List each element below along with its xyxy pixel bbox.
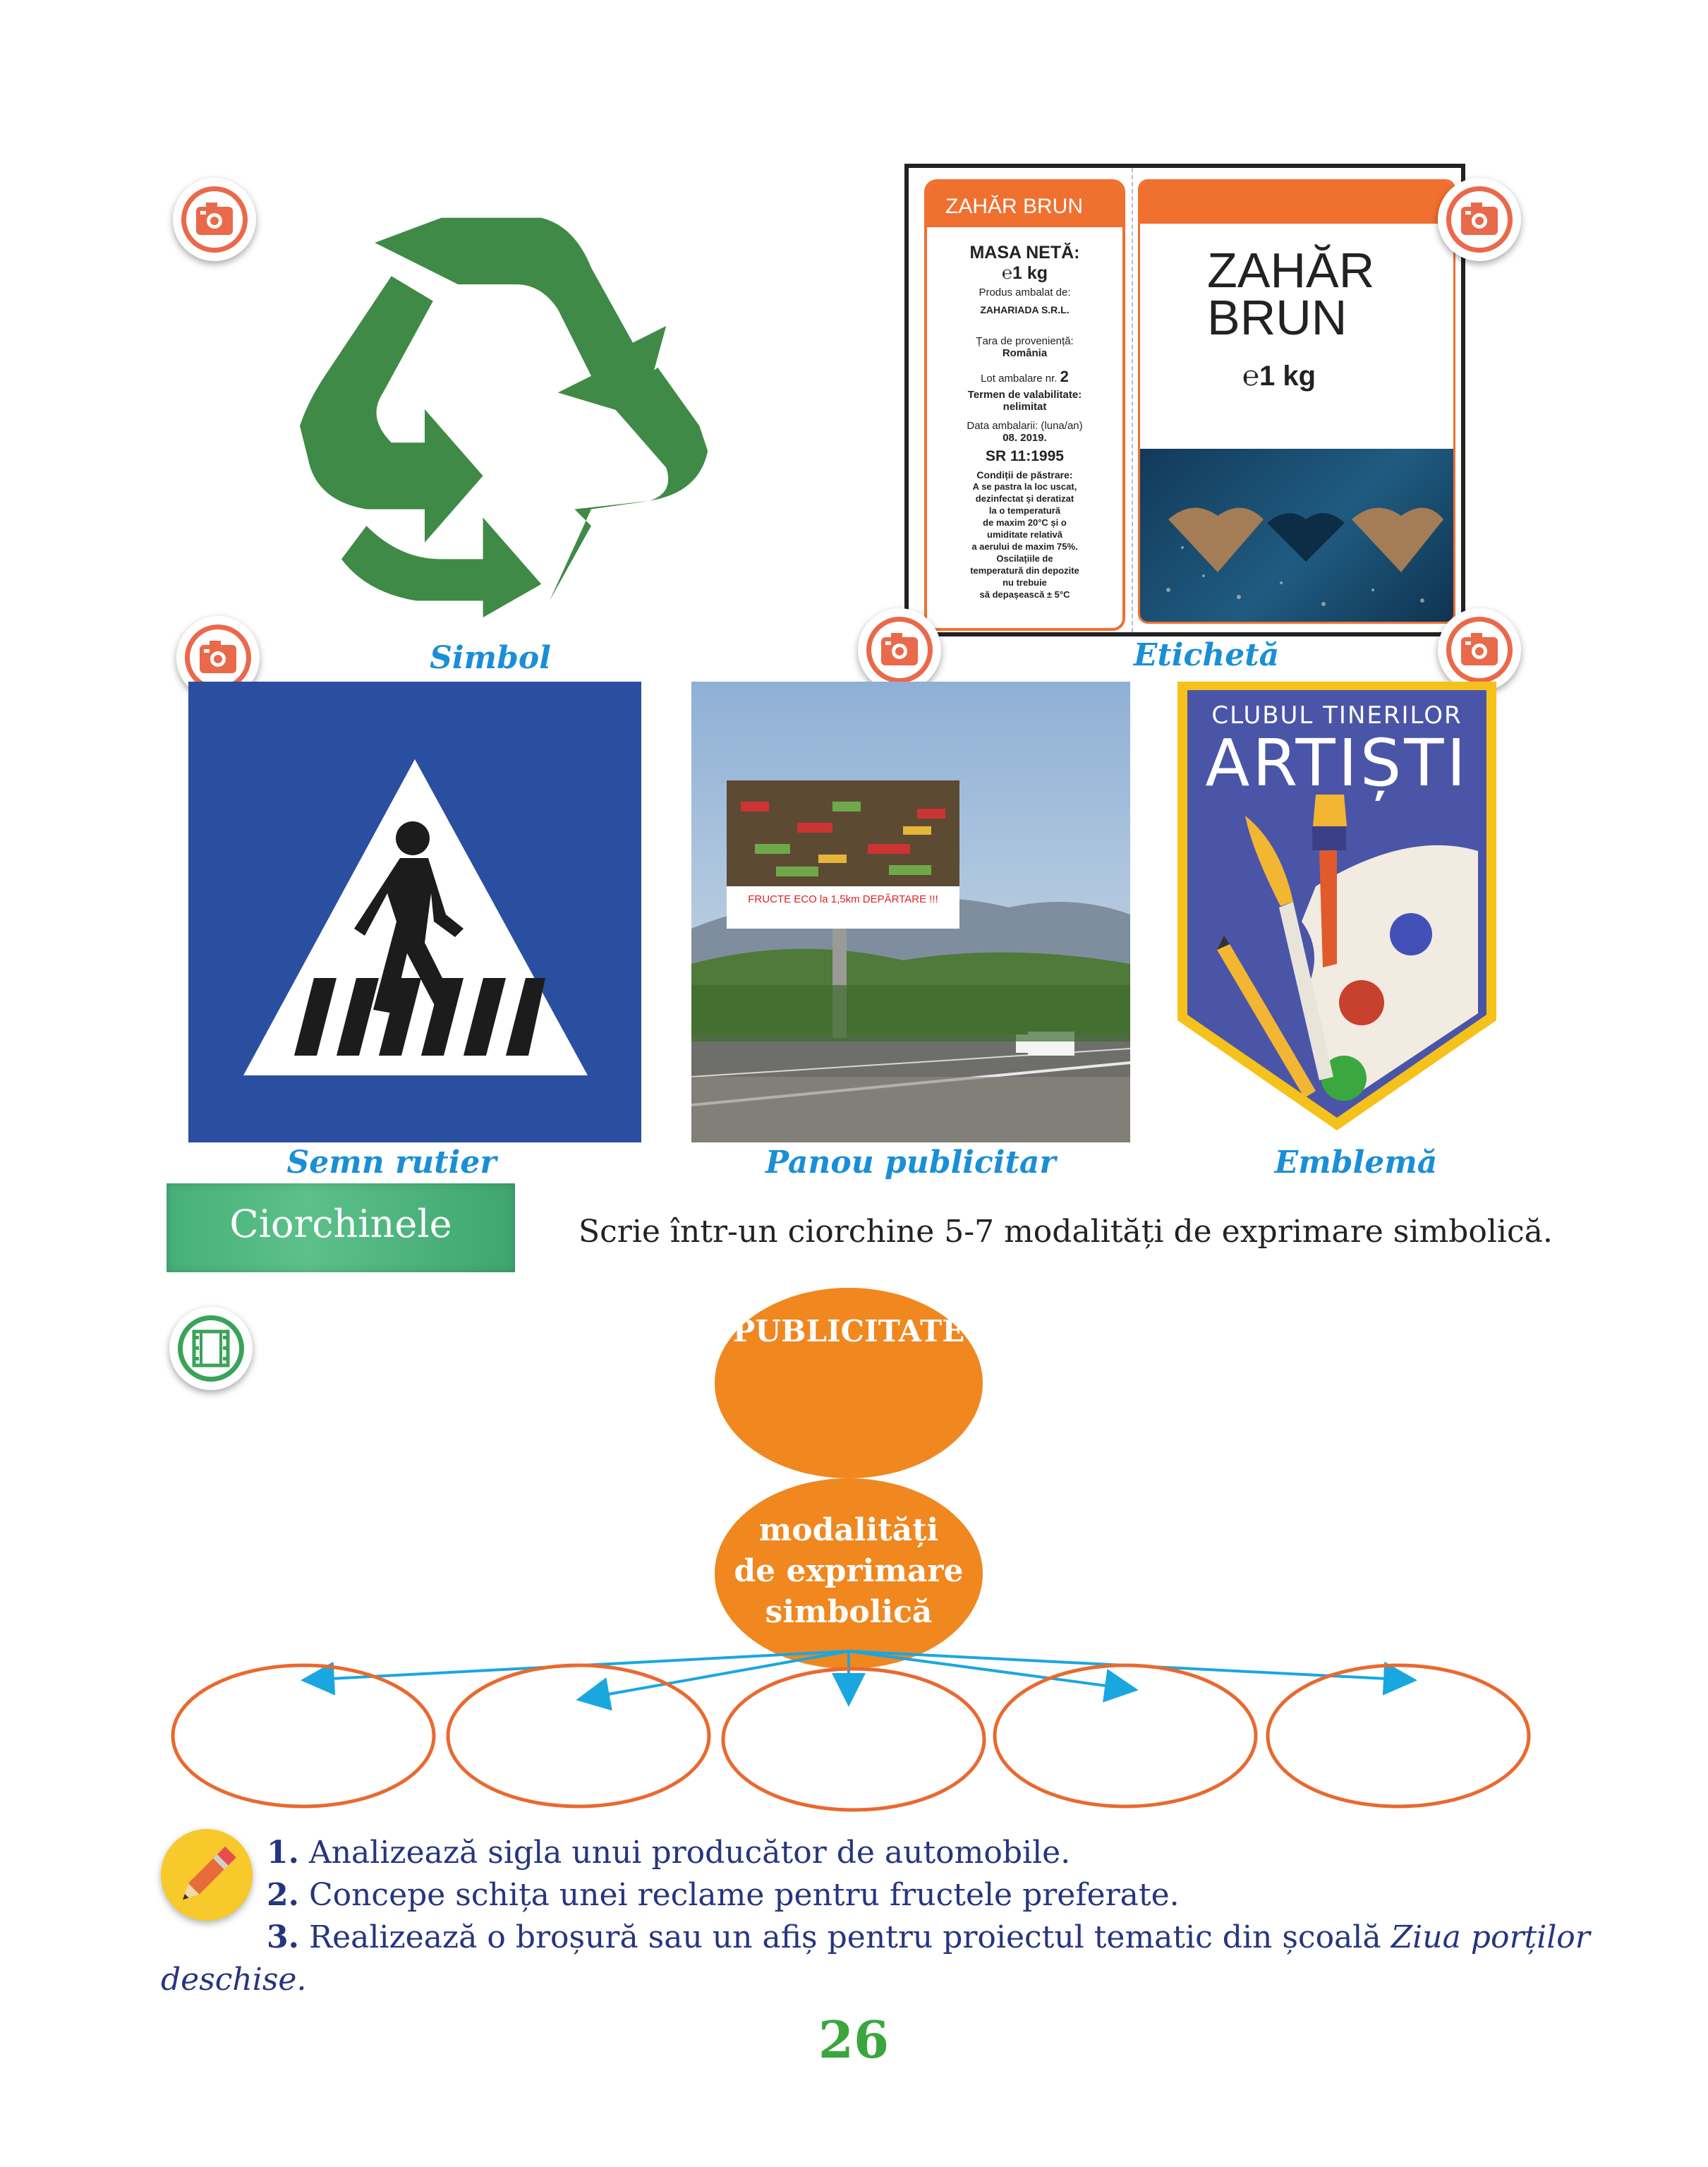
label-conditii: A se pastra la loc uscat, dezinfectat și… bbox=[970, 481, 1079, 600]
empty-node-2 bbox=[446, 1663, 711, 1809]
camera-badge-panou[interactable] bbox=[858, 608, 941, 692]
task-1: 1. Analizează sigla unui producător de a… bbox=[267, 1835, 1071, 1871]
film-badge[interactable] bbox=[169, 1307, 253, 1390]
label-masa-neta: MASA NETĂ: bbox=[969, 243, 1080, 262]
empty-node-5 bbox=[1266, 1663, 1531, 1809]
billboard-photo: FRUCTE ECO la 1,5km DEPĂRTARE !!! bbox=[691, 682, 1130, 1142]
camera-badge-simbol[interactable] bbox=[173, 178, 256, 261]
instruction-text: Scrie într-un ciorchine 5-7 modalități d… bbox=[579, 1214, 1553, 1250]
task-3: 3. Realizează o broșură sau un afiș pent… bbox=[267, 1919, 1590, 1955]
emblem-line1: CLUBUL TINERILOR bbox=[1211, 701, 1462, 730]
caption-panou: Panou publicitar bbox=[765, 1145, 1056, 1181]
camera-icon bbox=[1461, 633, 1498, 665]
label-front-panel: ZAHĂR BRUN ℮1 kg bbox=[1138, 179, 1455, 624]
caption-eticheta: Etichetă bbox=[1133, 637, 1280, 673]
sugar-photo bbox=[1140, 449, 1453, 622]
recycle-icon bbox=[300, 217, 708, 617]
camera-icon bbox=[196, 203, 233, 235]
pencil-icon bbox=[183, 1846, 236, 1900]
cluster-diagram bbox=[171, 1288, 1531, 1812]
camera-icon bbox=[1461, 203, 1498, 235]
empty-node-1 bbox=[171, 1663, 436, 1809]
label-data-label: Data ambalarii: (luna/an) bbox=[967, 420, 1083, 432]
empty-node-3 bbox=[721, 1667, 986, 1812]
film-icon bbox=[192, 1329, 230, 1368]
label-termen-label: Termen de valabilitate: bbox=[967, 389, 1082, 401]
middle-node-label: modalități de exprimare simbolică bbox=[734, 1512, 964, 1630]
section-tag-label: Ciorchinele bbox=[229, 1202, 452, 1246]
top-node bbox=[715, 1288, 983, 1478]
middle-node bbox=[715, 1478, 983, 1669]
camera-badge-eticheta[interactable] bbox=[1438, 178, 1521, 261]
label-front-title-1: ZAHĂR bbox=[1207, 243, 1375, 298]
label-lot: 2 bbox=[1060, 368, 1069, 385]
label-producator: ZAHARIADA S.R.L. bbox=[980, 304, 1070, 315]
label-sr: SR 11:1995 bbox=[986, 448, 1064, 464]
label-produs: Produs ambalat de: bbox=[979, 286, 1071, 298]
empty-node-4 bbox=[993, 1663, 1258, 1809]
label-tara-label: Țara de proveniență: bbox=[976, 335, 1074, 347]
pedestrian-icon bbox=[243, 759, 588, 1075]
label-termen: nelimitat bbox=[1003, 401, 1047, 413]
pencil-badge bbox=[161, 1829, 253, 1921]
task-3-continuation: deschise. bbox=[161, 1962, 307, 1998]
emblem: CLUBUL TINERILOR ARTIȘTI bbox=[1175, 682, 1499, 1133]
camera-badge-emblema[interactable] bbox=[1438, 608, 1521, 692]
caption-simbol: Simbol bbox=[430, 640, 551, 676]
label-front-title-2: BRUN bbox=[1207, 290, 1347, 345]
camera-icon bbox=[200, 641, 236, 673]
label-side-header: ZAHĂR BRUN bbox=[927, 182, 1122, 227]
label-front-mass: ℮1 kg bbox=[1242, 361, 1316, 392]
sugar-label-card: ZAHĂR BRUN MASA NETĂ: ℮1 kg Produs ambal… bbox=[904, 164, 1465, 636]
billboard-text: FRUCTE ECO la 1,5km DEPĂRTARE !!! bbox=[748, 893, 938, 905]
label-tara: România bbox=[1002, 347, 1048, 359]
label-masa-value: ℮1 kg bbox=[1001, 263, 1048, 283]
caption-emblema: Emblemă bbox=[1274, 1145, 1438, 1181]
label-conditii-title: Condiții de păstrare: bbox=[976, 469, 1073, 481]
page-number: 26 bbox=[818, 2010, 890, 2070]
emblem-line2: ARTIȘTI bbox=[1205, 725, 1469, 801]
section-tag: Ciorchinele bbox=[166, 1183, 515, 1272]
camera-icon bbox=[881, 633, 918, 665]
pedestrian-sign bbox=[188, 682, 641, 1142]
label-lot-label: Lot ambalare nr. bbox=[981, 373, 1058, 385]
label-data: 08. 2019. bbox=[1003, 432, 1047, 444]
task-2: 2. Concepe schița unei reclame pentru fr… bbox=[267, 1877, 1180, 1913]
top-node-label: PUBLICITATE bbox=[732, 1314, 965, 1348]
label-side-panel: ZAHĂR BRUN MASA NETĂ: ℮1 kg Produs ambal… bbox=[924, 179, 1125, 631]
caption-semn-rutier: Semn rutier bbox=[286, 1145, 497, 1181]
